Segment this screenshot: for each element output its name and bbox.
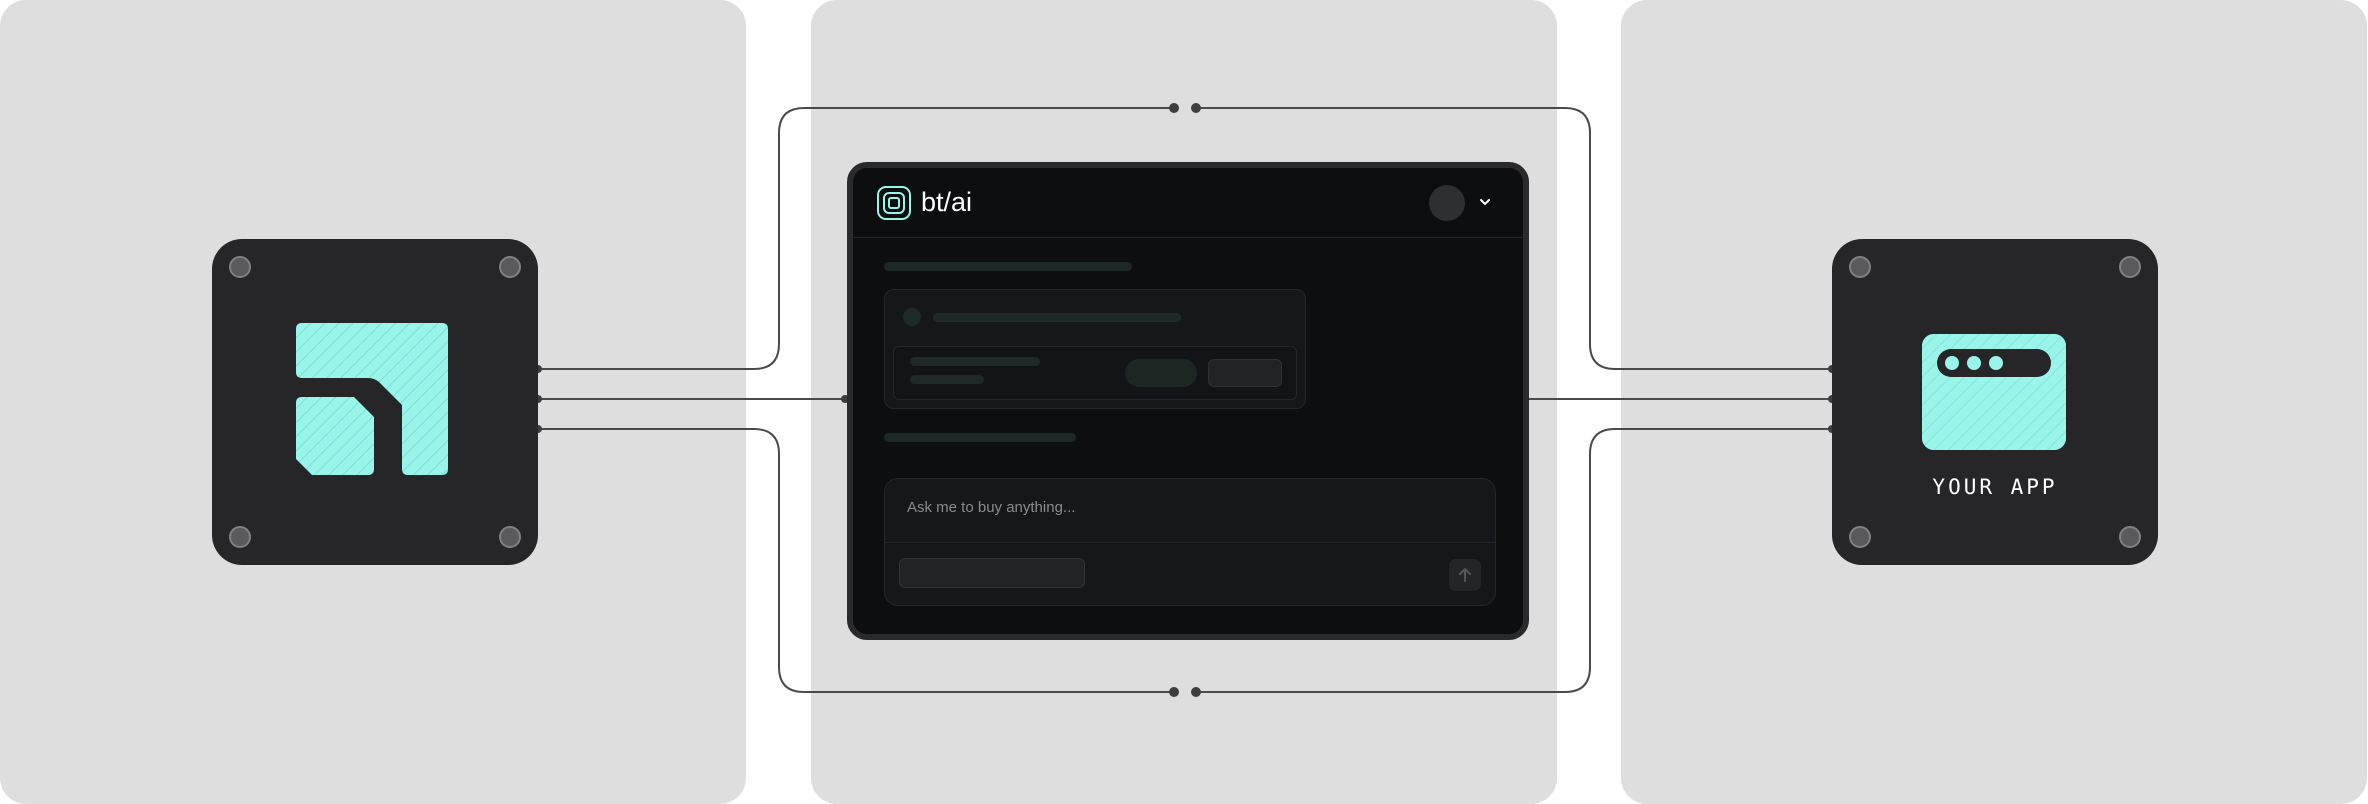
skeleton-button [1208,359,1282,387]
brand-name: bt/ai [921,187,973,217]
window-dot [1989,356,2003,370]
screw [229,256,251,278]
send-button[interactable] [1449,559,1481,591]
app-header: bt/ai [853,168,1523,238]
wire-bottom-right [1196,428,1832,693]
input-option-button[interactable] [899,558,1085,588]
avatar-icon[interactable] [1429,185,1465,221]
brand-logo-icon [296,323,448,475]
divider [885,542,1495,543]
skeleton-line [933,313,1181,322]
chat-input[interactable]: Ask me to buy anything... [884,478,1496,606]
chat-input-placeholder: Ask me to buy anything... [907,499,1076,516]
wire-node [1191,103,1201,113]
wire-top-left [538,107,1174,370]
skeleton-line [884,433,1076,442]
wire-node [1169,103,1179,113]
arrow-up-icon [1459,568,1471,582]
skeleton-dot [903,308,921,326]
screw [2119,256,2141,278]
screw [2119,526,2141,548]
screw [1849,526,1871,548]
skeleton-card [884,289,1306,409]
browser-window-icon [1922,334,2066,450]
chevron-down-icon[interactable] [1478,197,1492,207]
window-dot [1945,356,1959,370]
screw [1849,256,1871,278]
screw [499,256,521,278]
skeleton-pill [1125,359,1197,387]
screw [499,526,521,548]
wire-node [1169,687,1179,697]
window-dot [1967,356,1981,370]
nested-squares-logo-icon [877,186,911,220]
wire-top-right [1196,107,1832,370]
skeleton-line [884,262,1132,271]
your-app-label: YOUR APP [1932,475,2058,499]
wire-node [1191,687,1201,697]
browser-address-bar [1937,349,2051,377]
left-chip [212,239,538,565]
skeleton-line [910,357,1040,366]
screw [229,526,251,548]
app-window: bt/ai Ask me to buy anything... [847,162,1529,640]
wire-bottom-left [538,428,1174,693]
right-chip: YOUR APP [1832,239,2158,565]
skeleton-card-row [893,346,1297,400]
skeleton-line [910,375,984,384]
